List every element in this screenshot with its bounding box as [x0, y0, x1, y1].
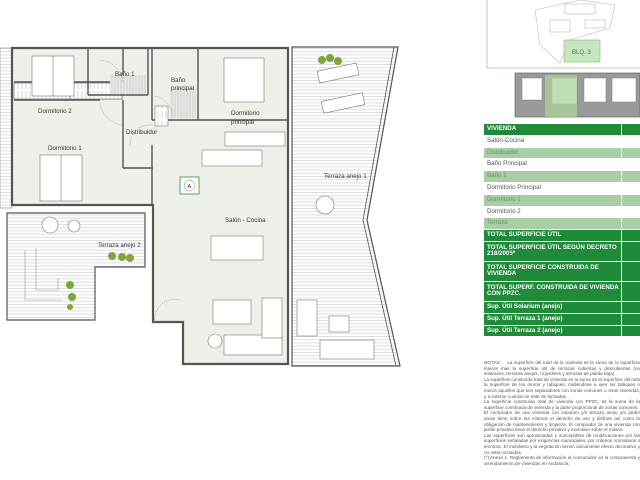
label-distribuidor: Distribuidor: [126, 129, 157, 136]
terrace-table: [315, 195, 335, 215]
floor-plan: A Dormitorio 2 Baño 1 Baño principal Dor…: [0, 46, 401, 367]
bano-principal-tiles: [170, 88, 196, 118]
surface-table: VIVIENDA Salón-Cocina Distribuidor Baño …: [484, 124, 640, 338]
label-bano-principal: Baño: [171, 77, 186, 84]
appliance-marker: A: [188, 184, 192, 190]
sofa: [223, 334, 283, 356]
total-row: TOTAL SUPERFICIE ÚTIL SEGÚN DECRETO 218/…: [484, 241, 640, 262]
table-row: Dormitorio 2: [484, 206, 640, 219]
apartment-highlight: [545, 75, 577, 118]
notes: NOTAS: La superficie útil total de la vi…: [484, 360, 640, 466]
label-terraza-anejo-2: Terraza anejo 2: [98, 242, 141, 249]
terrace-2: [6, 212, 146, 321]
table-row: Baño 1: [484, 171, 640, 183]
apartment-floor: [10, 46, 290, 366]
total-row: Sup. Útil Terraza 1 (anejo): [484, 313, 640, 326]
label-terraza-anejo-1: Terraza anejo 1: [324, 173, 367, 180]
table-header: VIVIENDA: [484, 124, 640, 136]
label-bano-principal-2: principal: [171, 85, 194, 92]
note-paragraph: El comprador de una vivienda con solariu…: [484, 410, 640, 433]
label-dormitorio-principal-2: principal: [231, 119, 254, 126]
total-row: Sup. Útil Terraza 2 (anejo): [484, 325, 640, 338]
label-dormitorio-2: Dormitorio 2: [38, 108, 72, 115]
table-row: Dormitorio Principal: [484, 182, 640, 195]
label-salon-cocina: Salón - Cocina: [225, 217, 266, 224]
bano-1-tiles: [110, 75, 146, 94]
label-dormitorio-1: Dormitorio 1: [48, 145, 82, 152]
table-row: Dormitorio 1: [484, 194, 640, 207]
left-balcony: [0, 47, 13, 209]
label-dormitorio-principal: Dormitorio: [231, 110, 260, 117]
bed-dormitorio-principal: [223, 57, 265, 103]
block-label: BLQ. 3: [572, 50, 591, 56]
total-row: Sup. Útil Solarium (anejo): [484, 301, 640, 314]
note-paragraph: La superficie construida total de vivien…: [484, 376, 640, 399]
total-row: TOTAL SUPERFICIE CONSTRUIDA DE VIVIENDA: [484, 261, 640, 282]
note-paragraph: (*) Anexo 1. Reglamento de información a…: [484, 455, 640, 466]
table-row: Terraza: [484, 218, 640, 231]
note-paragraph: Las superficies son aproximadas y suscep…: [484, 432, 640, 455]
block-3-highlight: [563, 39, 601, 63]
note-paragraph: La superficie construida total de vivien…: [484, 399, 640, 410]
kitchen-island: [201, 149, 263, 167]
total-row: TOTAL SUPERF. CONSTRUIDA DE VIVIENDA CON…: [484, 281, 640, 302]
terrace-1: [291, 46, 401, 367]
table-row: Baño Principal: [484, 159, 640, 172]
table-row: Distribuidor: [484, 147, 640, 160]
appliance-box: [179, 176, 200, 195]
total-row: TOTAL SUPERFICIE ÚTIL: [484, 230, 640, 242]
label-bano-1: Baño 1: [115, 71, 135, 78]
key-plan: BLQ. 3: [486, 0, 640, 118]
table-row: Salón-Cocina: [484, 135, 640, 148]
dining-table: [210, 235, 264, 261]
note-paragraph: NOTAS: La superficie útil total de la vi…: [484, 360, 640, 377]
